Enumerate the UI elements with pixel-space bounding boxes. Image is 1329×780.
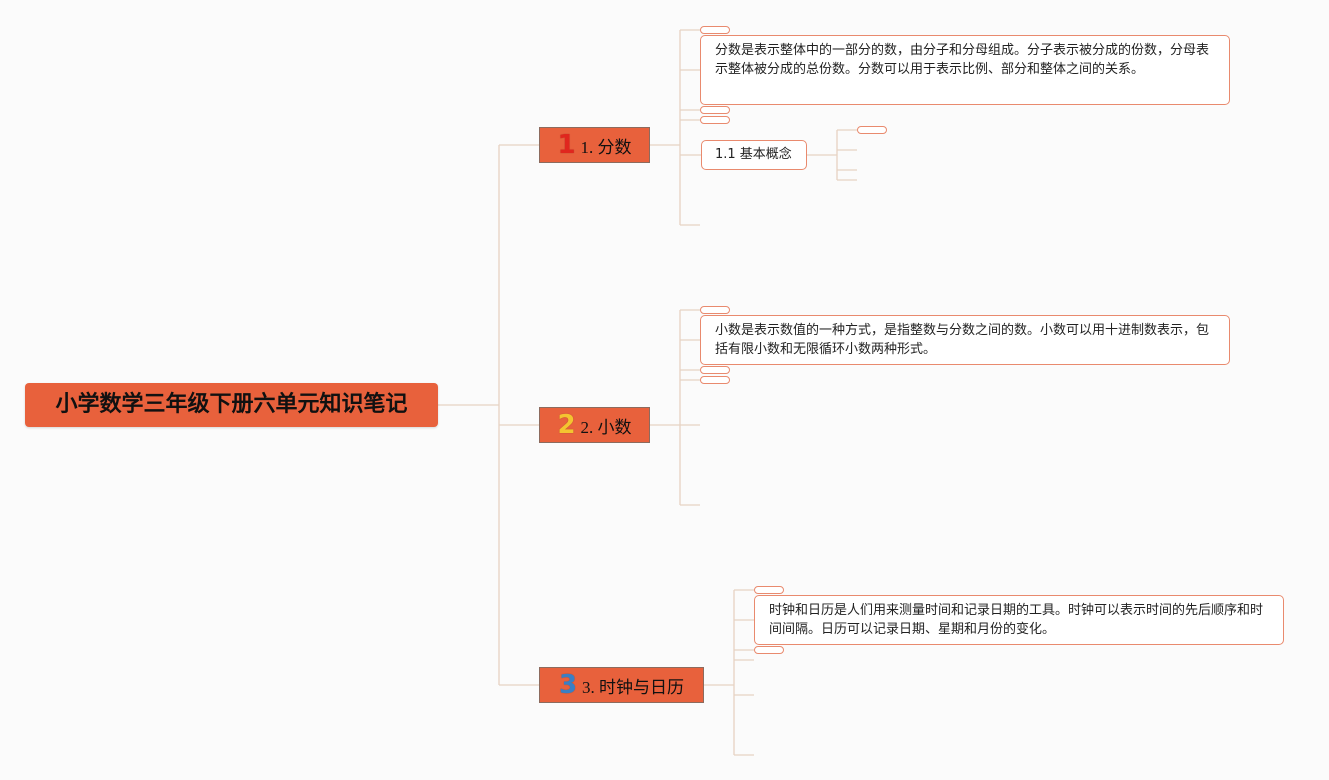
subtopic-basic-concepts[interactable]: 1.1 基本概念 [701,140,807,170]
topic-clock-calendar[interactable]: 3 3. 时钟与日历 [539,667,704,703]
empty-node[interactable] [700,106,730,114]
empty-node[interactable] [754,646,784,654]
empty-node[interactable] [857,126,887,134]
empty-node[interactable] [700,116,730,124]
topic-label: 1. 分数 [580,137,632,157]
note-fractions[interactable]: 分数是表示整体中的一部分的数，由分子和分母组成。分子表示被分成的份数，分母表示整… [700,35,1230,105]
topic-fractions[interactable]: 1 1. 分数 [539,127,650,163]
empty-node[interactable] [700,306,730,314]
empty-node[interactable] [754,586,784,594]
note-clock-calendar[interactable]: 时钟和日历是人们用来测量时间和记录日期的工具。时钟可以表示时间的先后顺序和时间间… [754,595,1284,645]
topic-label: 2. 小数 [580,417,632,437]
number-three-icon: 3 [558,670,578,700]
number-one-icon: 1 [557,130,576,160]
number-two-icon: 2 [557,410,576,440]
topic-label: 3. 时钟与日历 [582,677,685,697]
empty-node[interactable] [700,366,730,374]
root-topic[interactable]: 小学数学三年级下册六单元知识笔记 [25,383,438,427]
empty-node[interactable] [700,376,730,384]
empty-node[interactable] [700,26,730,34]
note-decimals[interactable]: 小数是表示数值的一种方式，是指整数与分数之间的数。小数可以用十进制数表示，包括有… [700,315,1230,365]
topic-decimals[interactable]: 2 2. 小数 [539,407,650,443]
